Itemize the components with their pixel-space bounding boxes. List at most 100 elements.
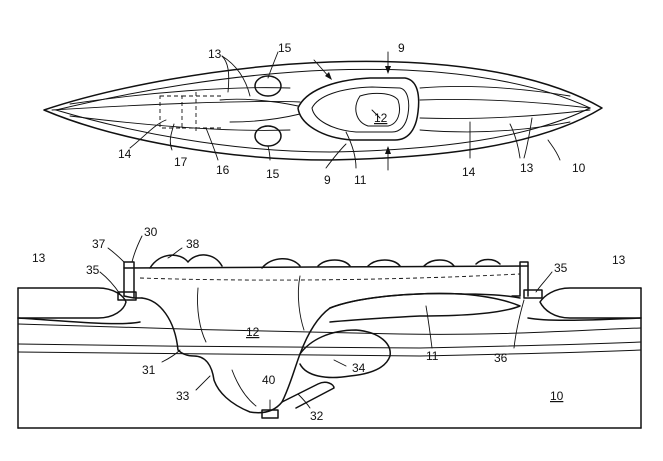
hull-line-2 <box>18 342 641 348</box>
rim-scallops <box>150 255 500 268</box>
top-label-9a: 9 <box>398 41 405 55</box>
cockpit-coaming <box>298 78 419 140</box>
coaming-lip-upper <box>220 99 298 106</box>
leader-17 <box>170 124 174 150</box>
sec-label-40: 40 <box>262 373 276 387</box>
sec-label-38: 38 <box>186 237 200 251</box>
leader-12 <box>372 110 380 118</box>
internal-bulkhead <box>160 96 182 128</box>
top-label-12: 12 <box>374 111 388 125</box>
leader-13a-b <box>222 56 250 96</box>
leader-10 <box>548 140 560 160</box>
thigh-brace <box>330 294 520 322</box>
top-label-15a: 15 <box>278 41 292 55</box>
top-label-13b: 13 <box>520 161 534 175</box>
sec-leader-33 <box>196 376 210 390</box>
deck-hatch-lower <box>255 126 281 146</box>
sec-leader-30 <box>132 236 142 262</box>
sec-leader-35b <box>536 272 552 292</box>
sec-label-13a: 13 <box>32 251 46 265</box>
top-label-10: 10 <box>572 161 586 175</box>
footrest <box>300 330 390 378</box>
leader-13a <box>222 56 229 92</box>
deck-stripe-3 <box>420 99 590 108</box>
sec-leader-38 <box>168 248 182 258</box>
internal-frame <box>182 92 222 132</box>
top-label-13a: 13 <box>208 47 222 61</box>
sec-leader-36 <box>514 300 524 348</box>
leader-14a <box>130 120 166 148</box>
leader-13b <box>510 124 520 158</box>
seat-fold-3 <box>232 370 256 406</box>
left-deck-contour <box>18 318 140 324</box>
section-pointer-head <box>325 72 332 80</box>
leader-15a <box>268 52 278 78</box>
deck-hatch-upper <box>255 76 281 96</box>
top-label-16: 16 <box>216 163 230 177</box>
left-coaming-clip <box>118 292 136 300</box>
deck-stripe-1 <box>70 88 290 104</box>
top-label-14b: 14 <box>462 165 476 179</box>
sec-leader-31 <box>162 350 180 362</box>
leader-15b <box>268 146 270 160</box>
sec-label-33: 33 <box>176 389 190 403</box>
sec-leader-32 <box>298 394 310 408</box>
coaming-lip-lower <box>230 114 300 122</box>
sec-label-34: 34 <box>352 361 366 375</box>
left-coaming-profile <box>124 262 142 298</box>
sec-label-35a: 35 <box>86 263 100 277</box>
top-label-14a: 14 <box>118 147 132 161</box>
sec-label-36: 36 <box>494 351 508 365</box>
sec-label-30: 30 <box>144 225 158 239</box>
hull-line-3 <box>18 350 641 356</box>
top-label-15b: 15 <box>266 167 280 181</box>
deck-stripe-6 <box>420 122 570 132</box>
sec-label-11: 11 <box>426 349 439 363</box>
leader-16 <box>206 128 218 160</box>
section-view-labels: 13 37 30 38 35 35 13 12 11 36 31 34 40 3… <box>32 225 626 423</box>
seat-fold-1 <box>298 276 304 330</box>
section-arrowhead-top <box>385 66 391 74</box>
deck-stripe-5 <box>420 86 570 96</box>
leader-11 <box>346 132 356 168</box>
leader-9b <box>326 144 346 168</box>
kayak-top-view <box>44 52 602 170</box>
sec-label-37: 37 <box>92 237 106 251</box>
deck-centre-line <box>52 101 300 110</box>
sec-label-35b: 35 <box>554 261 568 275</box>
deck-stripe-2 <box>70 116 290 130</box>
top-view-labels: 13 15 9 12 14 17 16 15 9 11 14 13 10 <box>118 41 586 187</box>
cockpit-seat <box>356 93 400 126</box>
coaming-rim-hidden <box>140 274 520 280</box>
top-label-9b: 9 <box>324 173 331 187</box>
top-label-17: 17 <box>174 155 188 169</box>
hull-outline <box>44 61 602 160</box>
sec-label-31: 31 <box>142 363 156 377</box>
sec-label-13b: 13 <box>612 253 626 267</box>
right-coaming-profile <box>512 262 528 296</box>
sec-leader-37 <box>108 248 124 262</box>
sec-label-10: 10 <box>550 389 564 403</box>
section-arrowhead-bottom <box>385 146 391 154</box>
deck-stripe-4 <box>420 110 590 119</box>
right-deck-pad <box>540 288 641 318</box>
deck-edge-line <box>56 69 590 152</box>
seat-body <box>142 294 520 413</box>
leader-13b-2 <box>524 118 532 158</box>
kayak-section-view <box>18 236 641 428</box>
left-deck-pad <box>18 288 126 318</box>
sec-leader-34 <box>334 360 346 366</box>
right-coaming-clip <box>524 290 542 298</box>
sec-label-12: 12 <box>246 325 260 339</box>
sec-leader-35a <box>100 272 120 294</box>
sec-label-32: 32 <box>310 409 324 423</box>
sec-leader-11 <box>426 306 432 348</box>
top-label-11: 11 <box>354 173 367 187</box>
cockpit-opening <box>312 87 409 132</box>
hull-line-1 <box>18 324 641 334</box>
seat-fold-2 <box>197 288 206 342</box>
pedal-rod <box>282 382 334 408</box>
right-deck-contour <box>528 318 641 320</box>
coaming-rim <box>124 266 528 268</box>
